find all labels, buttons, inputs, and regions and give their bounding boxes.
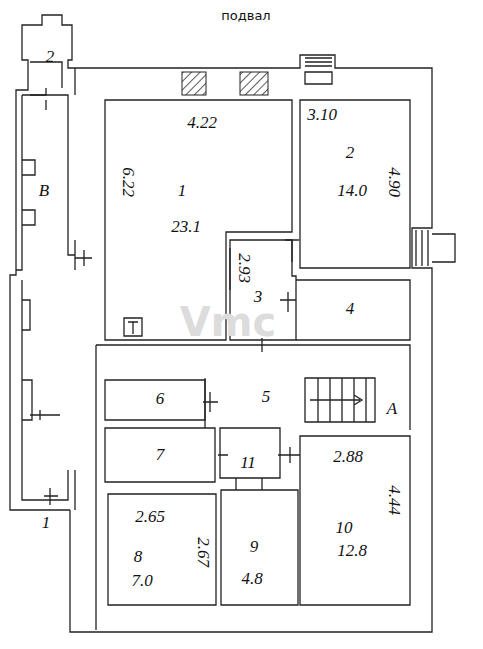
dimension: 4.90 xyxy=(386,167,403,197)
room-outline xyxy=(221,490,298,605)
stair-steps xyxy=(305,58,332,84)
dimension: 2.93 xyxy=(236,253,253,283)
hatched-vent xyxy=(182,72,206,95)
room-number: 5 xyxy=(262,388,271,405)
room-outline xyxy=(300,100,410,268)
radiator-symbol xyxy=(124,318,142,336)
room-outline xyxy=(105,428,215,482)
outer-wall xyxy=(70,55,432,632)
room: 11 xyxy=(220,428,280,478)
room: В xyxy=(22,100,68,500)
room: 6 xyxy=(105,380,205,420)
room-number: 1 xyxy=(42,514,51,531)
room: 4 xyxy=(296,280,410,340)
dimension-line xyxy=(229,248,230,290)
room-number: В xyxy=(39,182,49,199)
room-number: 2 xyxy=(46,48,55,65)
room-number: 11 xyxy=(240,454,256,471)
hatched-vent xyxy=(240,72,268,95)
room-outline xyxy=(96,345,410,630)
dimension: 2.65 xyxy=(135,508,165,525)
stair xyxy=(305,378,375,422)
watermark: Vmc xyxy=(180,302,276,342)
room-area: 4.8 xyxy=(241,570,262,587)
room-area: 12.8 xyxy=(337,542,367,559)
room-outline xyxy=(300,436,410,605)
dimension: 3.10 xyxy=(307,106,337,123)
dimension: 6.22 xyxy=(120,167,137,197)
room-outline xyxy=(220,428,280,478)
room-number: 7 xyxy=(156,446,165,463)
stair-mark: А xyxy=(387,400,397,417)
room: 7 xyxy=(105,428,215,482)
room: 94.8 xyxy=(221,490,298,605)
room-number: 9 xyxy=(250,538,259,555)
room-number: 4 xyxy=(346,300,355,317)
dimension: 4.44 xyxy=(386,485,403,515)
dimension: 2.67 xyxy=(195,537,212,567)
room-area: 14.0 xyxy=(337,182,367,199)
corridor-wall xyxy=(10,15,75,510)
room-number: 2 xyxy=(346,144,355,161)
room-number: 6 xyxy=(156,390,165,407)
corridor-inner xyxy=(16,95,75,500)
room-outline xyxy=(296,280,410,340)
room-outline xyxy=(105,380,205,420)
wall-niche xyxy=(22,160,35,420)
room-area: 7.0 xyxy=(131,572,152,589)
room-number: 10 xyxy=(336,519,353,536)
plan-title: подвал xyxy=(221,8,270,23)
room-area: 23.1 xyxy=(171,218,201,235)
room: 5 xyxy=(210,345,410,425)
small-room xyxy=(30,62,62,95)
room-number: 8 xyxy=(134,548,143,565)
door-symbol xyxy=(30,100,300,505)
dimension: 4.22 xyxy=(187,114,217,131)
dimension: 2.88 xyxy=(333,448,363,465)
stair-steps xyxy=(310,378,366,422)
room: 2 xyxy=(28,30,72,90)
room-number: 1 xyxy=(178,182,187,199)
room-outline xyxy=(108,494,216,605)
stair-steps xyxy=(416,230,455,266)
